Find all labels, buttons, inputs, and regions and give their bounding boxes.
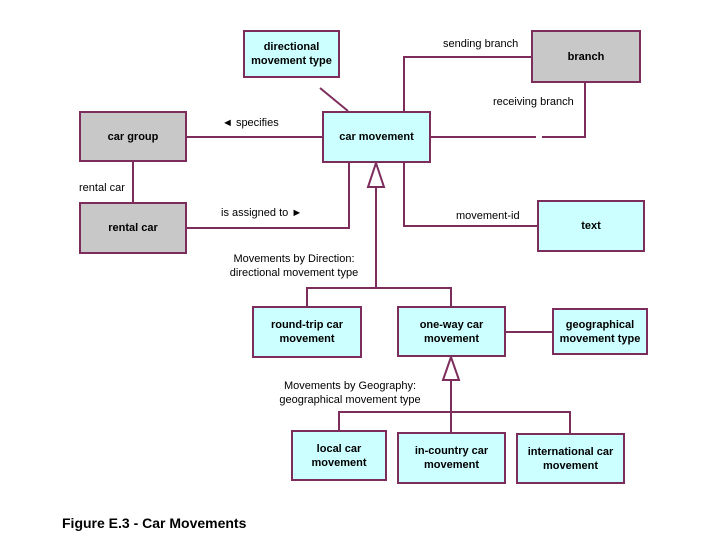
entity-label: international car movement (527, 445, 614, 472)
entity-geographical-movement-type: geographical movement type (552, 308, 648, 355)
entity-car-group: car group (79, 111, 187, 162)
entity-text: text (537, 200, 645, 252)
label-sending-branch: sending branch (443, 38, 519, 50)
entity-label: directional movement type (251, 41, 332, 67)
label-is-assigned-to: is assigned to ► (221, 207, 303, 219)
entity-in-country-car-movement: in-country car movement (397, 432, 506, 484)
generalization-triangle-direction (366, 159, 386, 188)
entity-label: local car movement (311, 442, 367, 469)
label-rental-car-role: rental car (79, 182, 125, 194)
connector-directional-type (319, 87, 349, 112)
label-movements-by-geography: Movements by Geography: geographical mov… (270, 379, 430, 407)
label-by-geography-line2: geographical movement type (279, 394, 421, 406)
connector-direction-branches (306, 287, 452, 306)
label-receiving-branch: receiving branch (493, 96, 574, 108)
entity-label: in-country car movement (414, 445, 489, 471)
generalization-triangle-geography (441, 353, 461, 381)
entity-round-trip-car-movement: round-trip car movement (252, 306, 362, 358)
entity-rental-car: rental car (79, 202, 187, 254)
entity-label: one-way car movement (419, 318, 484, 345)
label-specifies: ◄ specifies (222, 117, 279, 129)
entity-label: car group (107, 130, 159, 143)
label-by-direction-line2: directional movement type (229, 267, 359, 279)
entity-label: round-trip car movement (270, 319, 344, 345)
entity-directional-movement-type: directional movement type (243, 30, 340, 78)
connector-sending-branch (403, 56, 531, 111)
entity-label: geographical movement type (559, 318, 641, 345)
entity-label: car movement (339, 131, 414, 143)
entity-label: branch (567, 50, 605, 63)
connector-movement-id (403, 163, 537, 227)
connector-is-assigned-to (187, 163, 350, 229)
connector-receiving-branch-b (542, 83, 586, 138)
entity-local-car-movement: local car movement (291, 430, 387, 481)
entity-branch: branch (531, 30, 641, 83)
label-by-direction-line1: Movements by Direction: (233, 253, 355, 265)
entity-car-movement: car movement (322, 111, 431, 163)
entity-one-way-car-movement: one-way car movement (397, 306, 506, 357)
label-movements-by-direction: Movements by Direction: directional move… (219, 252, 369, 280)
entity-international-car-movement: international car movement (516, 433, 625, 484)
label-by-geography-line1: Movements by Geography: (283, 380, 417, 392)
connector-geography-branches (338, 411, 571, 433)
label-movement-id: movement-id (456, 210, 520, 222)
figure-caption: Figure E.3 - Car Movements (62, 515, 247, 531)
entity-label: rental car (108, 222, 158, 234)
entity-label: text (581, 220, 601, 232)
